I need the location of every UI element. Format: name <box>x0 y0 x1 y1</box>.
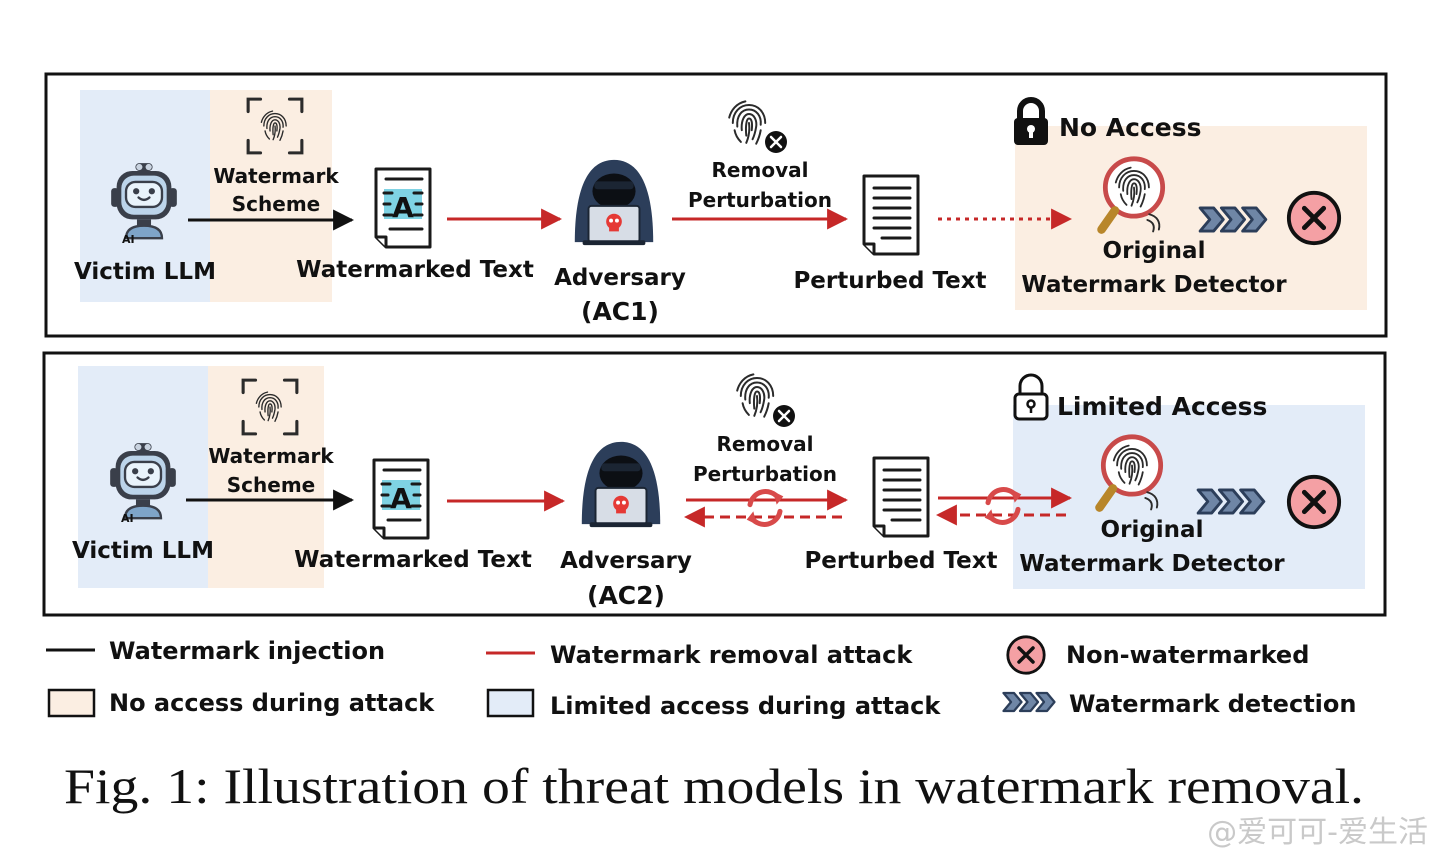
detector-label-2: Watermark Detector <box>1021 272 1287 298</box>
doc-glyph: A <box>392 191 414 224</box>
adversary-id: (AC1) <box>581 297 659 326</box>
legend: Watermark injection No access during att… <box>46 635 1356 720</box>
legend-non-watermarked-icon <box>1006 635 1046 675</box>
non-watermarked-x-icon <box>1289 477 1339 527</box>
legend-detection-icon <box>1002 691 1056 713</box>
removal-label-1: Removal <box>717 432 814 456</box>
no-access-label: No Access <box>1059 113 1202 142</box>
ai-badge: AI <box>122 233 135 246</box>
scheme-label-1: Watermark <box>208 444 334 468</box>
scheme-label-2: Scheme <box>232 192 320 216</box>
legend-no-access: No access during attack <box>109 689 435 717</box>
ai-badge: AI <box>121 512 134 525</box>
detection-chevrons-icon <box>1198 206 1268 233</box>
perturbed-doc-icon <box>862 174 920 256</box>
removal-label-1: Removal <box>712 158 809 182</box>
adversary-label: Adversary <box>560 548 692 574</box>
legend-injection: Watermark injection <box>109 637 385 665</box>
limited-access-label: Limited Access <box>1057 392 1267 421</box>
scheme-label-1: Watermark <box>213 164 339 188</box>
legend-no-access-swatch <box>47 688 96 718</box>
perturbed-doc-icon <box>872 456 930 538</box>
victim-llm-label: Victim LLM <box>74 259 216 285</box>
legend-limited-access-swatch <box>486 688 535 718</box>
legend-limited-access: Limited access during attack <box>550 692 941 720</box>
watermarked-text-label: Watermarked Text <box>296 257 534 283</box>
watermarked-text-label: Watermarked Text <box>294 547 532 573</box>
perturbed-text-label: Perturbed Text <box>793 268 986 294</box>
victim-llm-label: Victim LLM <box>72 538 214 564</box>
doc-glyph: A <box>390 482 412 515</box>
removal-label-2: Perturbation <box>693 462 837 486</box>
removal-label-2: Perturbation <box>688 188 832 212</box>
panel-ac2: AI Victim LLM Watermark Scheme A Waterma… <box>42 351 1387 617</box>
adversary-id: (AC2) <box>587 581 665 610</box>
scheme-label-2: Scheme <box>227 473 315 497</box>
scheme-noaccess-zone <box>210 90 332 302</box>
detection-chevrons-icon <box>1196 488 1266 515</box>
detector-label-1: Original <box>1101 517 1204 543</box>
figure-caption: Fig. 1: Illustration of threat models in… <box>64 758 1364 814</box>
adversary-label: Adversary <box>554 265 686 291</box>
detector-label-2: Watermark Detector <box>1019 551 1285 577</box>
non-watermarked-x-icon <box>1289 193 1339 243</box>
legend-non-watermarked: Non-watermarked <box>1066 641 1309 669</box>
perturbed-text-label: Perturbed Text <box>804 548 997 574</box>
source-watermark: @爱可可-爱生活 <box>1207 815 1428 850</box>
detector-label-1: Original <box>1103 238 1206 264</box>
panel-ac1: AI Victim LLM Watermark Scheme A Waterma… <box>44 72 1388 338</box>
legend-detection: Watermark detection <box>1069 690 1356 718</box>
legend-removal-attack: Watermark removal attack <box>550 641 913 669</box>
